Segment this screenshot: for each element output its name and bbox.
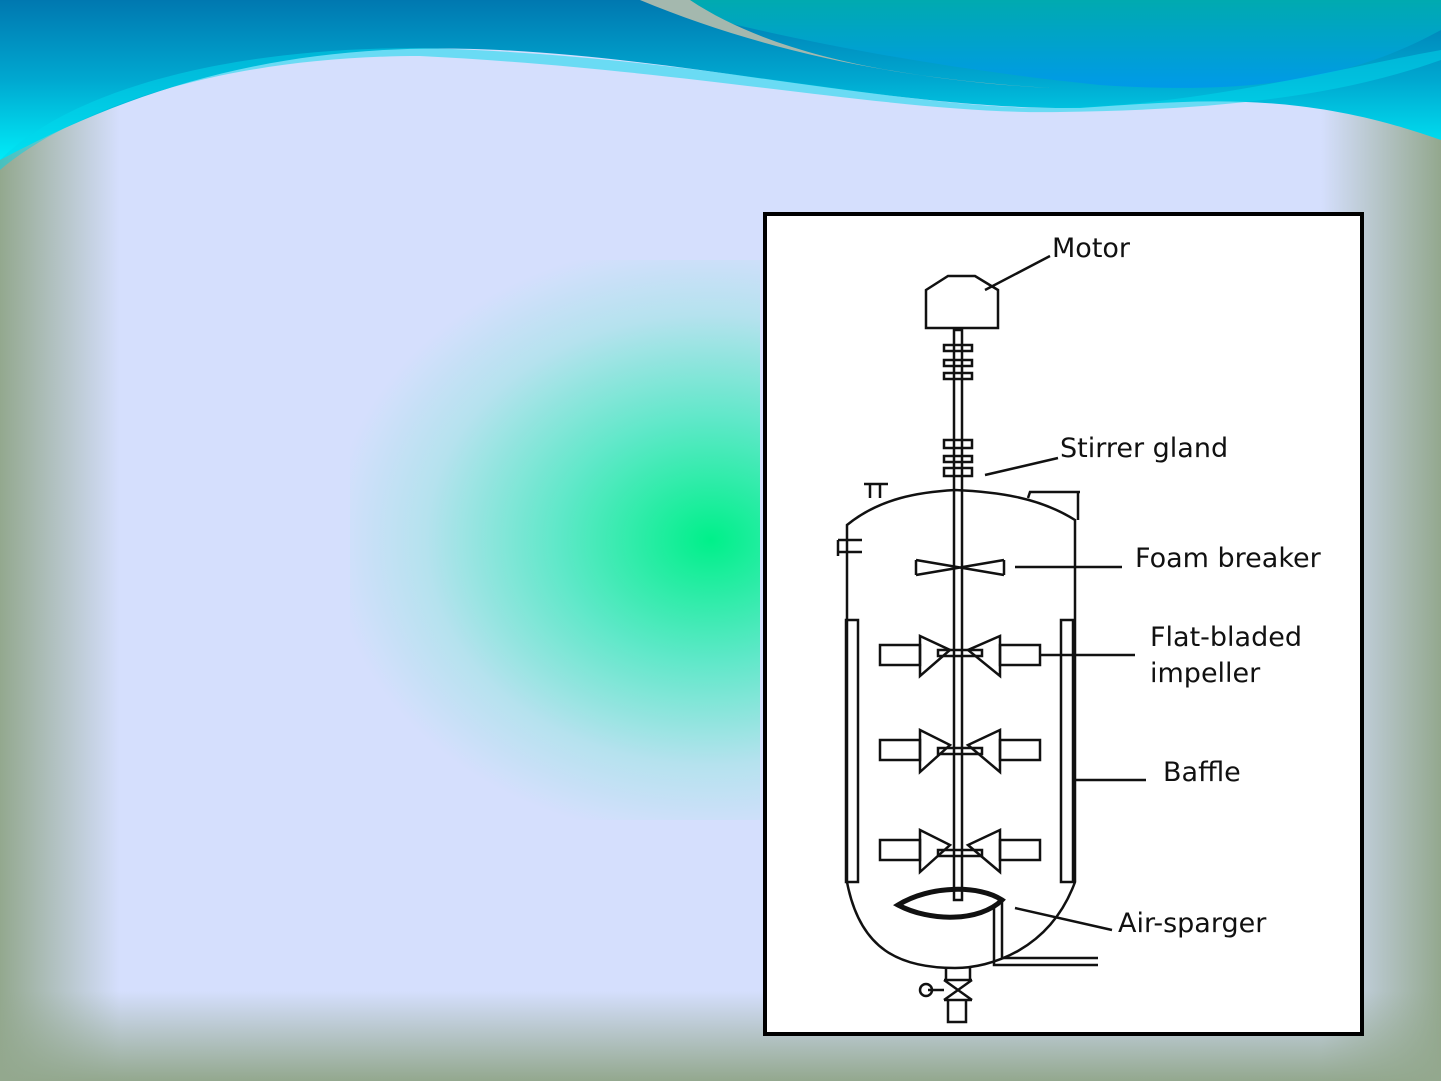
coupling — [942, 343, 974, 478]
impeller-1 — [878, 634, 1042, 679]
motor-shape — [924, 274, 1000, 330]
foam-breaker — [914, 558, 1006, 577]
label-air-sparger: Air-sparger — [1118, 908, 1267, 939]
label-baffle: Baffle — [1163, 757, 1241, 788]
vessel-wall — [845, 488, 1077, 970]
baffle-right — [1059, 618, 1075, 884]
air-sparger — [892, 886, 1006, 920]
label-flat-bladed: Flat-bladed — [1150, 622, 1302, 653]
impeller-2 — [878, 727, 1042, 775]
decorative-gradient-panel — [350, 260, 760, 820]
stirrer-gland-leader — [984, 456, 1059, 477]
fermenter-drawing: Motor Stirrer gland Foam breaker Flat-bl… — [836, 233, 1322, 1024]
header-wave — [0, 0, 1441, 170]
label-impeller: impeller — [1150, 658, 1261, 689]
shaft — [952, 328, 964, 902]
impeller-3 — [878, 827, 1042, 875]
baffle-left — [844, 618, 860, 884]
label-motor: Motor — [1052, 233, 1131, 264]
diagram-labels: Motor Stirrer gland Foam breaker Flat-bl… — [1052, 233, 1322, 939]
motor-leader — [984, 254, 1051, 292]
label-foam-breaker: Foam breaker — [1135, 543, 1322, 574]
drain-valve — [928, 968, 973, 1024]
air-sparger-leader — [1014, 906, 1113, 932]
fermenter-diagram: Motor Stirrer gland Foam breaker Flat-bl… — [763, 212, 1364, 1036]
slide-left-edge — [0, 0, 120, 1081]
label-stirrer-gland: Stirrer gland — [1060, 433, 1228, 464]
